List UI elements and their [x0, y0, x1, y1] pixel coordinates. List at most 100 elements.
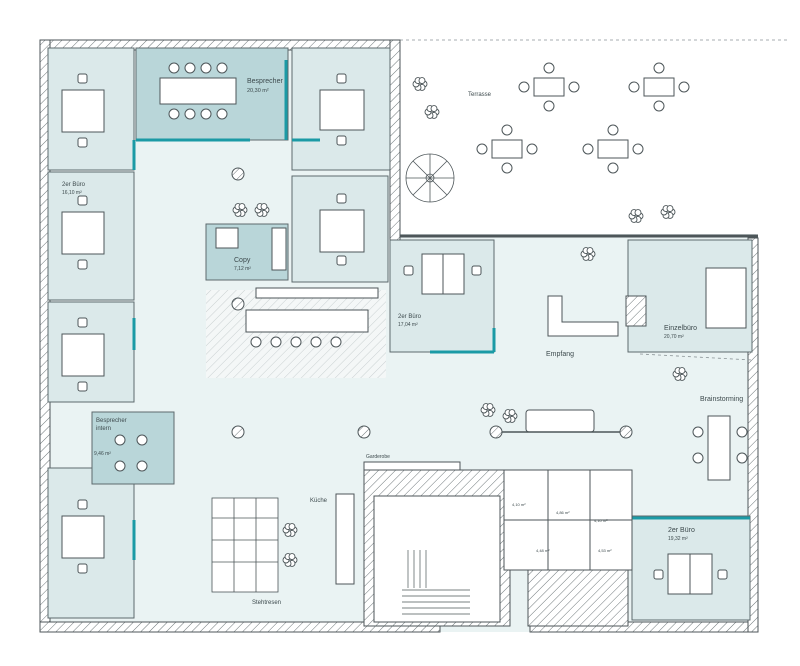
chair-icon	[501, 124, 513, 136]
chair-icon	[518, 81, 530, 93]
label-wc1: 4,10 m²	[512, 502, 526, 507]
chair-icon	[678, 81, 690, 93]
plant-icon	[634, 209, 642, 216]
desk-layer	[61, 62, 748, 580]
standing-counters	[211, 497, 279, 593]
desk	[643, 77, 675, 97]
chair-icon	[501, 162, 513, 174]
plant-icon	[418, 77, 426, 84]
label-brainstorming: Brainstorming	[700, 396, 743, 403]
chair-icon	[632, 143, 644, 155]
chair-icon	[200, 108, 212, 120]
chair-icon	[77, 137, 88, 148]
besprecher-room	[135, 47, 289, 142]
sofa-icon	[525, 409, 595, 433]
label-copy: Copy	[234, 257, 251, 264]
spiral-stair-icon	[405, 153, 455, 203]
plant-icon	[260, 203, 268, 210]
chair-icon	[692, 452, 704, 464]
label-buero-right-area: 19,32 m²	[668, 536, 688, 542]
label-buero-mid-area: 17,04 m²	[398, 322, 418, 328]
label-stehtresen: Stehtresen	[252, 600, 281, 606]
chair-icon	[77, 499, 88, 510]
label-empfang: Empfang	[546, 351, 574, 358]
reception-desk	[547, 295, 619, 337]
chair-icon	[653, 569, 664, 580]
label-copy-area: 7,12 m²	[234, 266, 251, 272]
label-besprecher-area: 20,30 m²	[247, 88, 269, 94]
chair-icon	[216, 108, 228, 120]
label-einzelbuero-area: 20,70 m²	[664, 334, 684, 340]
desk	[61, 515, 105, 559]
chair-icon	[653, 62, 665, 74]
plant-icon	[288, 553, 296, 560]
chair-icon	[471, 265, 482, 276]
label-buero-right: 2er Büro	[668, 527, 695, 534]
chair-icon	[114, 460, 126, 472]
chair-icon	[168, 62, 180, 74]
chair-icon	[607, 124, 619, 136]
desk	[491, 139, 523, 159]
label-besprecher-intern-2: intern	[96, 426, 111, 432]
kitchen-counter	[335, 493, 355, 585]
brainstorming-table	[707, 415, 731, 481]
chair-icon	[607, 162, 619, 174]
chair-icon	[200, 62, 212, 74]
chair-icon	[290, 336, 302, 348]
plant-icon	[430, 105, 438, 112]
chair-icon	[77, 259, 88, 270]
chair-icon	[543, 62, 555, 74]
label-buero-left: 2er Büro	[62, 182, 86, 188]
desk	[61, 89, 105, 133]
label-besprecher-intern: Besprecher	[96, 418, 127, 424]
chair-icon	[168, 108, 180, 120]
stair-core	[363, 469, 629, 627]
chair-icon	[250, 336, 262, 348]
garderobe-rail	[363, 461, 461, 471]
plant-icon	[288, 523, 296, 530]
chair-icon	[692, 426, 704, 438]
label-wc5: 4,53 m²	[598, 548, 612, 553]
chair-icon	[736, 452, 748, 464]
label-besprecher: Besprecher	[247, 78, 283, 85]
left-offices	[47, 47, 136, 619]
label-kueche: Küche	[310, 498, 328, 504]
label-wc2: 4,86 m²	[556, 510, 570, 515]
wc-block	[503, 469, 633, 571]
chair-icon	[136, 460, 148, 472]
label-garderobe: Garderobe	[366, 454, 390, 460]
label-besprecher-intern-area: 9,46 m²	[94, 451, 111, 457]
label-buero-left-area: 16,10 m²	[62, 190, 82, 196]
chair-icon	[114, 434, 126, 446]
chair-icon	[77, 563, 88, 574]
chair-icon	[330, 336, 342, 348]
copy-room	[205, 223, 289, 281]
chair-icon	[403, 265, 414, 276]
chair-icon	[336, 73, 347, 84]
chair-icon	[568, 81, 580, 93]
chair-icon	[270, 336, 282, 348]
chair-icon	[543, 100, 555, 112]
chair-icon	[717, 569, 728, 580]
chair-icon	[582, 143, 594, 155]
chair-icon	[653, 100, 665, 112]
chair-icon	[184, 108, 196, 120]
chair-icon	[336, 135, 347, 146]
plant-icon	[586, 247, 594, 254]
plant-icon	[508, 409, 516, 416]
chair-icon	[184, 62, 196, 74]
desk	[533, 77, 565, 97]
terrace-area	[400, 44, 756, 234]
chair-icon	[77, 195, 88, 206]
plant-icon	[678, 367, 686, 374]
desk	[319, 89, 365, 131]
besprecher-intern-room	[91, 411, 175, 485]
label-wc3: 4,10 m²	[594, 518, 608, 523]
label-buero-mid: 2er Büro	[398, 314, 422, 320]
chair-icon	[476, 143, 488, 155]
desk	[61, 333, 105, 377]
desk	[61, 211, 105, 255]
room-labels: Besprecher 20,30 m² Terrasse 2er Büro 16…	[62, 78, 743, 606]
desk	[319, 209, 365, 253]
